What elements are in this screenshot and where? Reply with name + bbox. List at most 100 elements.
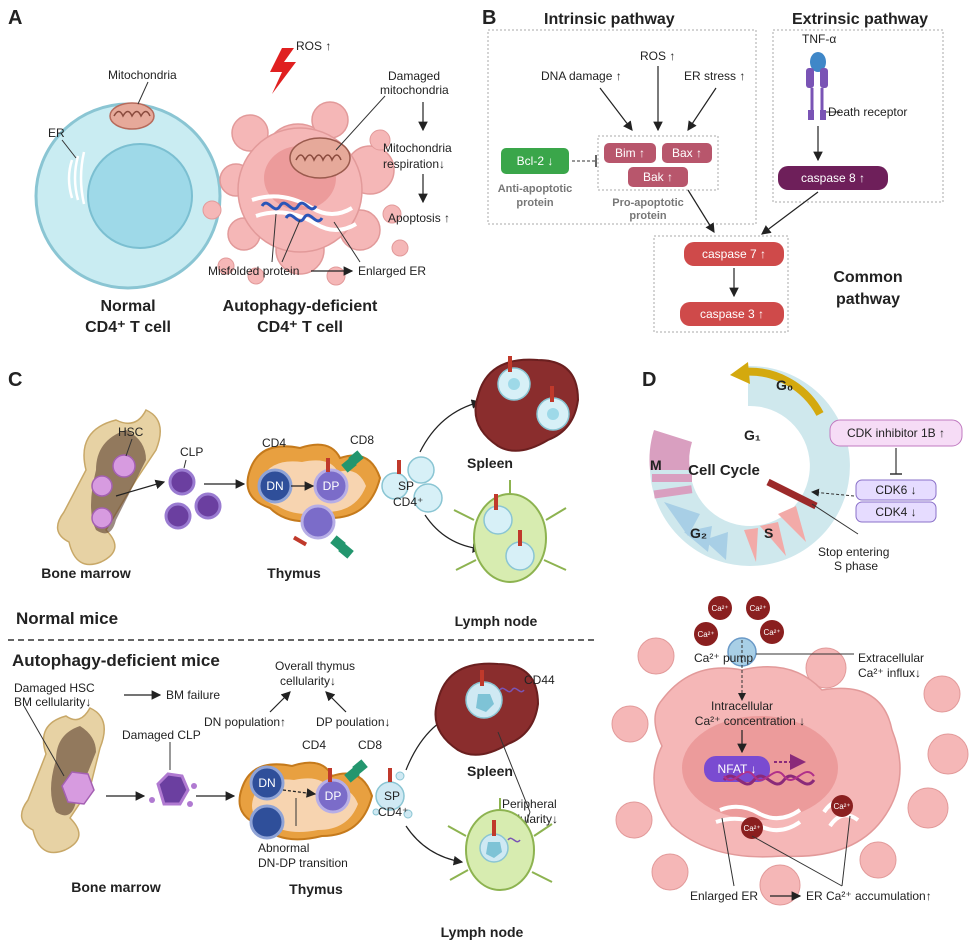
- bax-box: [662, 143, 712, 163]
- common-title-1: Common: [833, 269, 902, 286]
- overall-thymus-line2: cellularity↓: [280, 674, 336, 688]
- er-ca-accumulation-label: ER Ca²⁺ accumulation↑: [806, 889, 932, 903]
- cd44-label: CD44: [524, 673, 555, 687]
- normal-title-1: Normal: [100, 298, 155, 315]
- spleen-label-deficient: Spleen: [467, 763, 513, 779]
- sp-cells-deficient: [372, 768, 413, 819]
- cd4plus-label-deficient: CD4⁺: [378, 805, 408, 819]
- intracellular-line1: Intracellular: [711, 699, 773, 713]
- caspase8-box: [778, 166, 888, 190]
- stop-line1: Stop entering: [818, 545, 889, 559]
- calcium-ions: [694, 596, 784, 646]
- cell-cycle-diagram: [649, 362, 850, 566]
- cd4-label-normal: CD4: [262, 436, 286, 450]
- cdk4-box: [855, 501, 937, 523]
- tnf-label: TNF-α: [802, 32, 836, 46]
- bcl2-box: [501, 148, 569, 174]
- ca-pump-label: Ca²⁺ pump: [694, 651, 753, 665]
- bax-label: Bax ↑: [672, 146, 702, 160]
- dn-label-deficient: DN: [258, 776, 275, 790]
- dna-damage-label: DNA damage ↑: [541, 69, 622, 83]
- stop-line2: S phase: [834, 559, 878, 573]
- cell-cycle-title: Cell Cycle: [688, 462, 760, 479]
- ca-ion-2: Ca²⁺: [749, 604, 766, 613]
- mito-resp-line1: Mitochondria: [383, 141, 452, 155]
- panel-d-letter: D: [642, 369, 656, 391]
- caspase7-label: caspase 7 ↑: [702, 247, 766, 261]
- cdk4-label: CDK4 ↓: [875, 505, 916, 519]
- bak-label: Bak ↑: [643, 170, 673, 184]
- lightning-icon: [270, 48, 296, 94]
- bim-label: Bim ↑: [615, 146, 645, 160]
- spleen-deficient-illustration: [434, 662, 540, 756]
- deficient-cell-calcium-illustration: [611, 637, 969, 906]
- pro-apoptotic-group: [597, 135, 719, 191]
- thymus-label-deficient: Thymus: [289, 881, 343, 897]
- cd8-label-normal: CD8: [350, 433, 374, 447]
- overall-thymus-line1: Overall thymus: [275, 659, 355, 673]
- dp-population-label: DP poulation↓: [316, 715, 391, 729]
- g2-label: G₂: [690, 525, 707, 541]
- deficient-thymus-illustration: [238, 759, 374, 841]
- pro-apoptotic-line2: protein: [629, 210, 667, 222]
- lymph-node-label-deficient: Lymph node: [441, 924, 524, 940]
- sp-cells-normal: [381, 456, 443, 513]
- spleen-normal-illustration: [474, 356, 580, 452]
- mito-resp-line2: respiration↓: [383, 157, 445, 171]
- dn-population-label: DN population↑: [204, 715, 286, 729]
- autophagy-deficient-cell-illustration: [202, 101, 409, 286]
- bone-marrow-label-normal: Bone marrow: [41, 565, 131, 581]
- apoptosis-label: Apoptosis ↑: [388, 211, 450, 225]
- peripheral-line1: Peripheral: [502, 797, 557, 811]
- misfolded-protein-label: Misfolded protein: [208, 264, 299, 278]
- extrinsic-box: [772, 29, 944, 203]
- cdk6-box: [855, 479, 937, 501]
- cd4-label-deficient: CD4: [302, 738, 326, 752]
- death-receptor-label: Death receptor: [828, 105, 907, 119]
- bak-box: [628, 167, 688, 187]
- normal-bone-illustration: [56, 409, 161, 566]
- ros-label-b: ROS ↑: [640, 49, 675, 63]
- extracellular-line2: Ca²⁺ influx↓: [858, 666, 921, 680]
- pro-apoptotic-line1: Pro-apoptotic: [612, 197, 684, 209]
- caspase3-box: [680, 302, 784, 326]
- g1-label: G₁: [744, 427, 761, 443]
- hsc-label: HSC: [118, 425, 144, 439]
- cdk6-label: CDK6 ↓: [875, 483, 916, 497]
- normal-thymus-illustration: [246, 443, 382, 559]
- ca-ion-3: Ca²⁺: [697, 630, 714, 639]
- damaged-mito-line1: Damaged: [388, 69, 440, 83]
- deficient-title-1: Autophagy-deficient: [223, 298, 378, 315]
- anti-apoptotic-line2: protein: [516, 197, 554, 209]
- dp-label-normal: DP: [323, 479, 340, 493]
- common-title-2: pathway: [836, 291, 900, 308]
- deficient-title-2: CD4⁺ T cell: [257, 319, 343, 336]
- cd8-label-deficient: CD8: [358, 738, 382, 752]
- anti-apoptotic-line1: Anti-apoptotic: [498, 183, 573, 195]
- sp-label-normal: SP: [398, 479, 414, 493]
- dp-label-deficient: DP: [325, 789, 342, 803]
- nfat-label: NFAT ↓: [718, 762, 757, 776]
- caspase3-label: caspase 3 ↑: [700, 307, 764, 321]
- er-stress-label: ER stress ↑: [684, 69, 745, 83]
- extrinsic-title: Extrinsic pathway: [792, 11, 928, 28]
- thymus-label-normal: Thymus: [267, 565, 321, 581]
- ca-ion-er-1: Ca²⁺: [743, 824, 760, 833]
- caspase8-label: caspase 8 ↑: [801, 171, 865, 185]
- ca-ion-er-2: Ca²⁺: [833, 802, 850, 811]
- lymph-node-normal-illustration: [453, 480, 567, 583]
- deficient-mice-title: Autophagy-deficient mice: [12, 651, 220, 670]
- damaged-clp-label: Damaged CLP: [122, 728, 201, 742]
- caspase7-box: [684, 242, 784, 266]
- bm-failure-label: BM failure: [166, 688, 220, 702]
- abnormal-line1: Abnormal: [258, 841, 309, 855]
- ca-ion-4: Ca²⁺: [763, 628, 780, 637]
- common-box: [653, 235, 789, 333]
- enlarged-er-label-d: Enlarged ER: [690, 889, 758, 903]
- lymph-node-label-normal: Lymph node: [455, 613, 538, 629]
- lymph-node-deficient-illustration: [447, 798, 553, 891]
- enlarged-er-label-a: Enlarged ER: [358, 264, 426, 278]
- intrinsic-title: Intrinsic pathway: [544, 11, 675, 28]
